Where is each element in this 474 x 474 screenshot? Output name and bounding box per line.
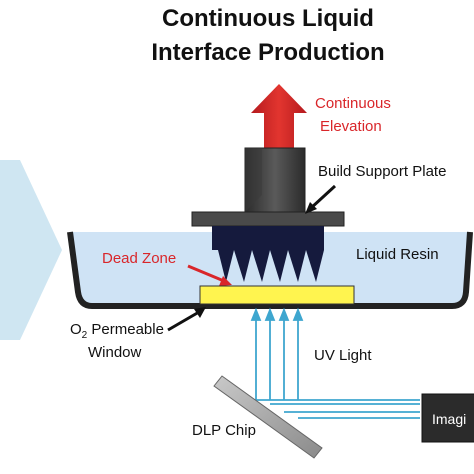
elevation-label: Elevation — [320, 118, 382, 135]
uv-light-label: UV Light — [314, 347, 372, 364]
dlp-chip — [213, 375, 323, 459]
imaging-label: Imagi — [432, 411, 466, 427]
dead-zone-pointer-head — [219, 276, 232, 286]
dlp-chip-label: DLP Chip — [192, 422, 256, 439]
build-plate-top-left-shade — [245, 148, 262, 212]
dead-zone-pointer — [187, 264, 225, 283]
elevation-arrow — [251, 84, 307, 150]
dead-zone-label: Dead Zone — [102, 250, 176, 267]
printed-part-spikes — [212, 250, 324, 282]
window-pointer-head — [194, 307, 206, 318]
o2-permeable-label: O2 Permeable — [70, 321, 164, 341]
window-label: Window — [88, 344, 142, 361]
title-line-2: Interface Production — [151, 39, 384, 66]
uv-horizontal-rays — [256, 399, 420, 419]
chevron-arrow-shape — [0, 160, 62, 340]
build-support-plate — [191, 211, 345, 227]
build-plate-pointer-head — [305, 202, 317, 214]
build-plate-pointer — [309, 184, 337, 210]
vat-outline — [67, 231, 473, 309]
permeable-window — [199, 285, 355, 305]
window-pointer — [167, 310, 200, 332]
imaging-unit — [421, 393, 474, 443]
printed-part-base — [212, 226, 324, 250]
resin-vat — [70, 232, 470, 306]
uv-rays — [250, 307, 304, 400]
liquid-resin-label: Liquid Resin — [356, 246, 439, 263]
build-support-plate-label: Build Support Plate — [318, 163, 446, 180]
continuous-label: Continuous — [315, 95, 391, 112]
title-line-1: Continuous Liquid — [162, 5, 374, 32]
